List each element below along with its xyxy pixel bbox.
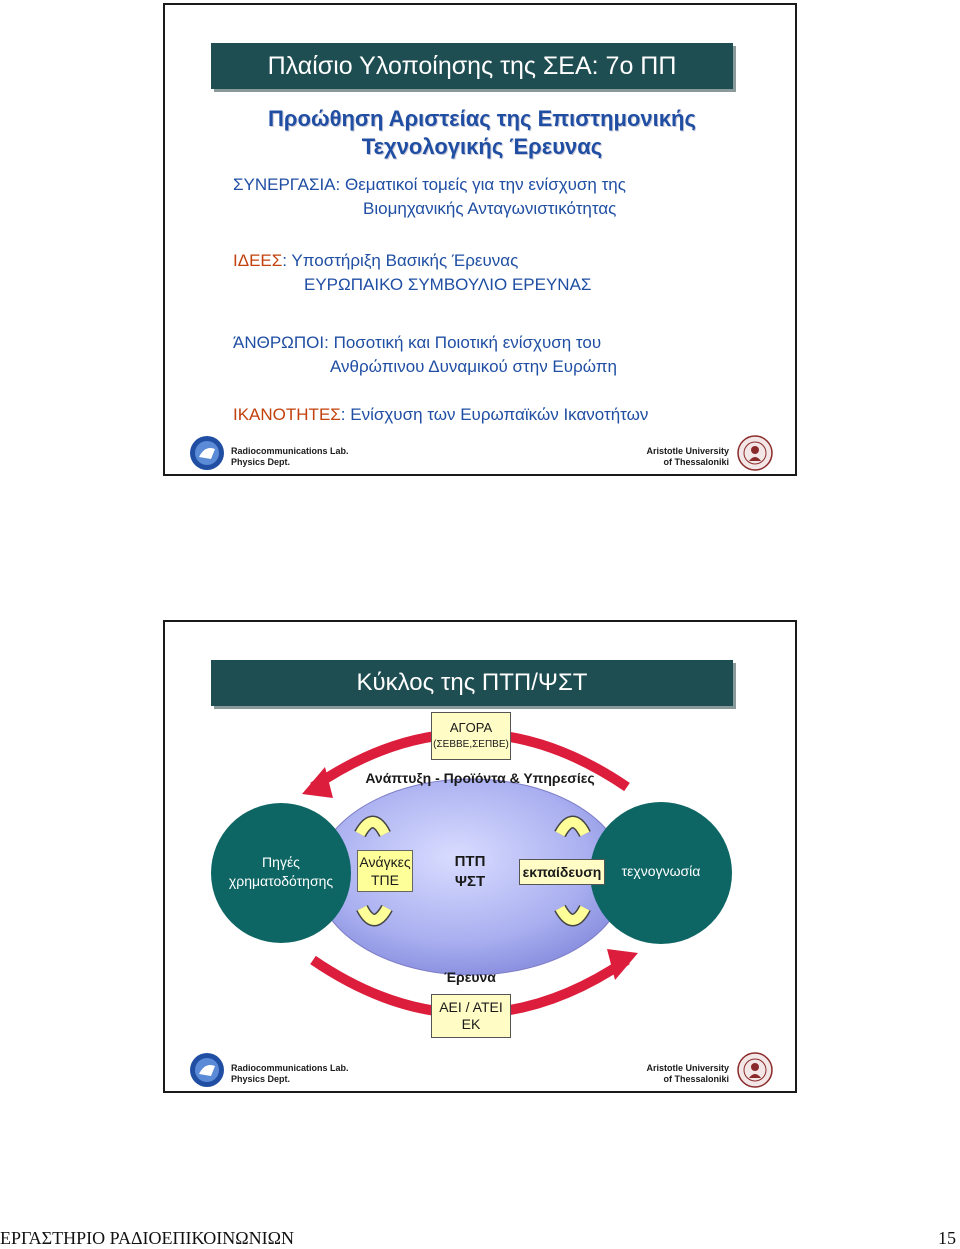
page-footer-lab: ΕΡΓΑΣΤΗΡΙΟ ΡΑΔΙΟΕΠΙΚΟΙΝΩΝΙΩΝ (0, 1228, 295, 1248)
yellow-loop-right-top (555, 817, 590, 837)
yellow-loop-right-bottom (555, 905, 590, 925)
market-label: ΑΓΟΡΑ (449, 720, 493, 735)
slide-title: Κύκλος της ΠΤΠ/ΨΣΤ (211, 660, 733, 706)
needs-line1: Ανάγκες (359, 854, 411, 870)
yellow-loop-left-bottom (357, 905, 392, 925)
footer-city: of Thessaloniki (663, 457, 729, 467)
needs-line2: ΤΠΕ (371, 872, 399, 888)
item-sep: : (340, 405, 351, 424)
institutions-box: ΑΕΙ / ΑΤΕΙ ΕΚ (431, 994, 511, 1038)
bottom-arrowhead (607, 949, 638, 980)
item-ideas: ΙΔΕΕΣ: Υποστήριξη Βασικής Έρευνας (233, 249, 518, 273)
yellow-loop-left-top (355, 817, 390, 837)
funding-circle (211, 803, 351, 943)
item-capacities: ΙΚΑΝΟΤΗΤΕΣ: Ενίσχυση των Ευρωπαϊκών Ικαν… (233, 403, 648, 427)
funding-line2: χρηματοδότησης (228, 873, 334, 889)
knowhow-circle (590, 802, 732, 944)
funding-label: Πηγές χρηματοδότησης (225, 853, 337, 891)
item-sep: : (282, 251, 292, 270)
footer-university-info: Aristotle University of Thessaloniki (646, 1063, 729, 1085)
item-ideas-cont: ΕΥΡΩΠΑΙΚΟ ΣΥΜΒΟΥΛΙΟ ΕΡΕΥΝΑΣ (304, 275, 592, 294)
market-members: (ΣΕΒΒΕ,ΣΕΠΒΕ) (433, 739, 509, 750)
item-people-cont: Ανθρώπινου Δυναμικού στην Ευρώπη (330, 357, 617, 376)
item-cooperation: ΣΥΝΕΡΓΑΣΙΑ: Θεματικοί τομείς για την ενί… (233, 173, 626, 197)
footer-university: Aristotle University (646, 1063, 729, 1073)
slide-subtitle-line1: Προώθηση Αριστείας της Επιστημονικής (268, 106, 696, 131)
footer-lab-info: Radiocommunications Lab. Physics Dept. (231, 1063, 349, 1085)
footer-dept: Physics Dept. (231, 1074, 291, 1084)
footer-university: Aristotle University (646, 446, 729, 456)
footer-lab: Radiocommunications Lab. (231, 1063, 349, 1073)
item-key: ΙΚΑΝΟΤΗΤΕΣ (233, 405, 341, 424)
item-text: Θεματικοί τομείς για την ενίσχυση της (344, 175, 626, 194)
needs-box: Ανάγκες ΤΠΕ (357, 850, 413, 892)
footer-dept: Physics Dept. (231, 457, 291, 467)
center-line2: ΨΣΤ (454, 873, 486, 890)
development-label: Ανάπτυξη - Προϊόντα & Υπηρεσίες (365, 770, 595, 786)
item-sep: : (324, 333, 334, 352)
slide-cycle: Κύκλος της ΠΤΠ/ΨΣΤ ΑΓΟΡΑ (163, 620, 797, 1093)
page-number: 15 (938, 1228, 956, 1248)
funding-line1: Πηγές (262, 854, 300, 870)
university-seal-icon (737, 435, 773, 471)
footer-university-info: Aristotle University of Thessaloniki (646, 446, 729, 468)
item-text: Υποστήριξη Βασικής Έρευνας (291, 251, 519, 270)
slide-framework: Πλαίσιο Υλοποίησης της ΣΕΑ: 7ο ΠΠ Προώθη… (163, 3, 797, 476)
item-key: ΣΥΝΕΡΓΑΣΙΑ (233, 175, 336, 194)
research-label: Έρευνα (444, 969, 496, 985)
item-text: Ενίσχυση των Ευρωπαϊκών Ικανοτήτων (350, 405, 649, 424)
item-text: Ποσοτική και Ποιοτική ενίσχυση του (333, 333, 602, 352)
education-box: εκπαίδευση (519, 859, 605, 885)
institutions-line1: ΑΕΙ / ΑΤΕΙ (439, 999, 503, 1015)
market-box: ΑΓΟΡΑ (ΣΕΒΒΕ,ΣΕΠΒΕ) (431, 712, 511, 760)
cycle-diagram (211, 728, 732, 1019)
item-people: ΆΝΘΡΩΠΟΙ: Ποσοτική και Ποιοτική ενίσχυση… (233, 331, 601, 355)
knowhow-label: τεχνογνωσία (621, 863, 701, 879)
footer-lab: Radiocommunications Lab. (231, 446, 349, 456)
slide-title: Πλαίσιο Υλοποίησης της ΣΕΑ: 7ο ΠΠ (211, 43, 733, 89)
item-key-blue: ΔΕΕΣ (237, 251, 283, 270)
footer-city: of Thessaloniki (663, 1074, 729, 1084)
lab-logo-icon (190, 436, 224, 470)
footer-lab-info: Radiocommunications Lab. Physics Dept. (231, 446, 349, 468)
lab-logo-icon (190, 1053, 224, 1087)
item-sep: : (335, 175, 345, 194)
center-line1: ΠΤΠ (454, 853, 486, 870)
top-arrowhead (302, 767, 333, 798)
university-seal-icon (737, 1052, 773, 1088)
slide-subtitle-line2: Τεχνολογικής Έρευνας (361, 134, 603, 159)
item-cooperation-cont: Βιομηχανικής Ανταγωνιστικότητας (363, 199, 617, 218)
item-key: ΆΝΘΡΩΠΟΙ (233, 333, 325, 352)
item-key-red: Ι (233, 251, 238, 270)
center-label: ΠΤΠ ΨΣΤ (435, 852, 505, 892)
institutions-line2: ΕΚ (461, 1016, 481, 1032)
